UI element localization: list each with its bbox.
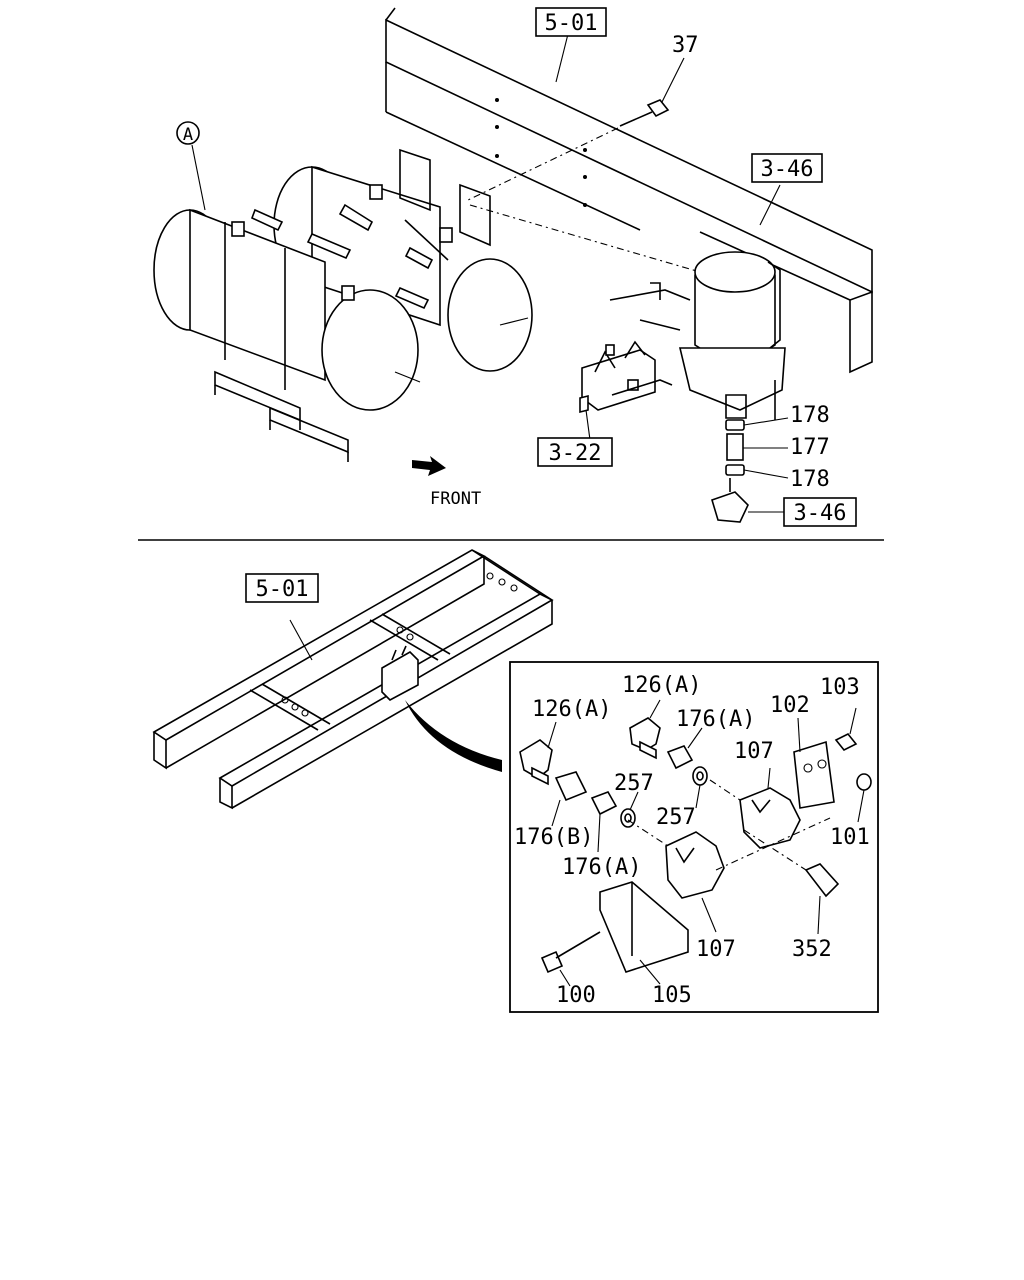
part-101: 101 (830, 825, 870, 850)
ref-box-5-01-top: 5-01 (535, 7, 607, 83)
part-100: 100 (556, 983, 596, 1008)
front-label: FRONT (430, 489, 481, 509)
part-257-lower: 257 (656, 805, 696, 830)
part-352: 352 (792, 937, 832, 962)
ref-3-46-upper-label: 3-46 (761, 157, 814, 182)
zoom-indicator (405, 700, 502, 772)
callout-a-label: A (183, 125, 193, 145)
ref-3-22-label: 3-22 (549, 441, 602, 466)
ref-box-3-46-upper: 3-46 (751, 153, 823, 183)
ref-3-46-lower-label: 3-46 (794, 501, 847, 526)
part-176b: 176(B) (514, 825, 593, 850)
ref-box-3-46-lower: 3-46 (783, 497, 857, 527)
part-178-upper: 178 (790, 403, 830, 428)
air-tanks (153, 148, 701, 462)
part-107-upper: 107 (734, 739, 774, 764)
part-105: 105 (652, 983, 692, 1008)
part-178-lower: 178 (790, 467, 830, 492)
part-126a-upper: 126(A) (622, 673, 701, 698)
protection-valves (579, 340, 673, 441)
ref-5-01-bottom-label: 5-01 (256, 577, 309, 602)
part-126a-left: 126(A) (532, 697, 611, 722)
ref-box-3-22: 3-22 (537, 437, 613, 467)
filter-assembly (711, 417, 789, 523)
air-dryer (609, 184, 786, 420)
ref-5-01-top-label: 5-01 (545, 11, 598, 36)
part-176a-lower: 176(A) (562, 855, 641, 880)
part-102: 102 (770, 693, 810, 718)
ref-box-5-01-bottom: 5-01 (245, 573, 319, 603)
detail-box (509, 661, 879, 1013)
callout-a: A (176, 121, 206, 211)
chassis-frame (152, 549, 554, 810)
part-107-lower: 107 (696, 937, 736, 962)
bolt-37 (467, 57, 685, 201)
part-176a-upper: 176(A) (676, 707, 755, 732)
front-arrow: FRONT (412, 456, 481, 509)
part-257-upper: 257 (614, 771, 654, 796)
part-37: 37 (672, 33, 699, 58)
part-177: 177 (790, 435, 830, 460)
part-103: 103 (820, 675, 860, 700)
